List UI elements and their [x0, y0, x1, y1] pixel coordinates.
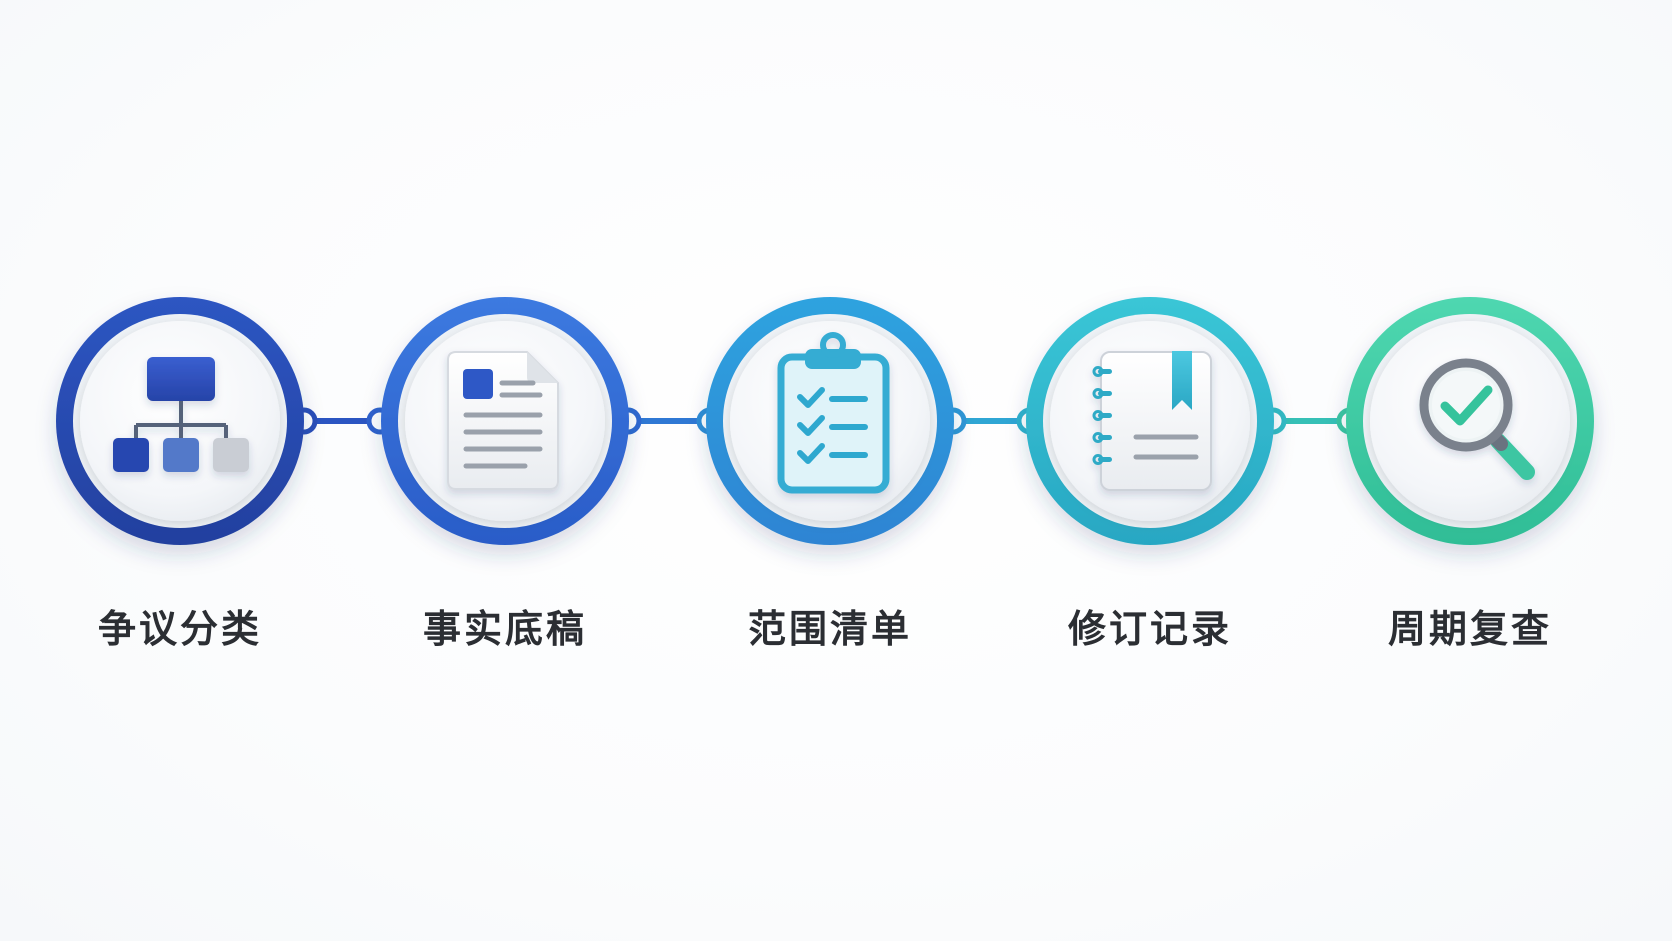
- step-1-label: 争议分类: [97, 607, 262, 651]
- step-5-node: [1346, 297, 1594, 545]
- step-1-node: [56, 297, 304, 545]
- connector-2-3: [614, 407, 724, 435]
- magnifier-check-icon: [1419, 358, 1535, 480]
- document-icon: [447, 351, 559, 490]
- step-5-label: 周期复查: [1387, 607, 1552, 651]
- step-2-node: [381, 297, 629, 545]
- step-3-node: [706, 297, 954, 545]
- clipboard-checklist-icon: [777, 332, 890, 494]
- step-4-node: [1026, 297, 1274, 545]
- notebook-bookmark-icon: [1092, 351, 1212, 491]
- connector-1-2: [290, 407, 394, 435]
- step-4-label: 修订记录: [1067, 607, 1232, 651]
- step-3-label: 范围清单: [747, 607, 912, 651]
- step-2-label: 事实底稿: [422, 607, 587, 651]
- hierarchy-icon: [113, 357, 249, 472]
